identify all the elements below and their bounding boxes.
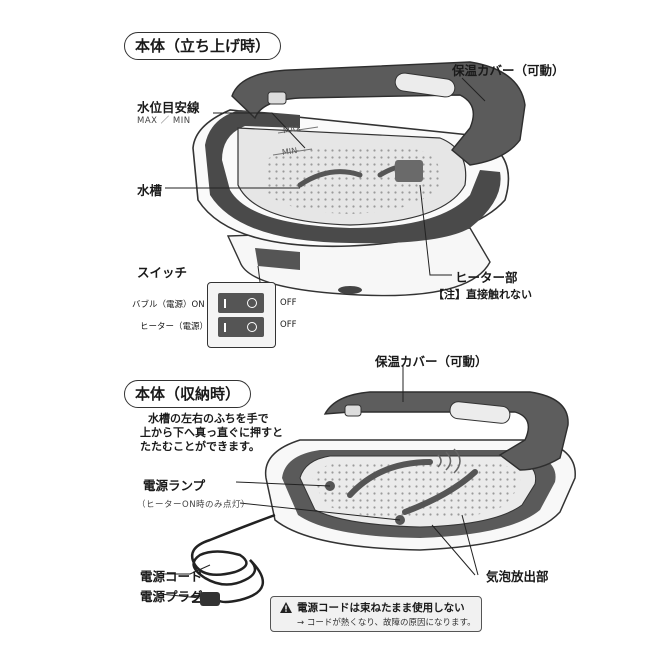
switch-bubble-label: バブル（電源）ON: [132, 300, 205, 310]
footbath-stored: [264, 391, 576, 551]
fold-instruction-3: たたむことができます。: [140, 440, 260, 453]
leader-switch: [257, 265, 261, 283]
warning-title: 電源コードは束ねたまま使用しない: [297, 602, 465, 614]
switch-off-label-2: OFF: [280, 320, 297, 330]
cover-label-bottom: 保温カバー（可動）: [375, 354, 488, 369]
switch-title: スイッチ: [137, 265, 188, 280]
lamp-sublabel: （ヒーターON時のみ点灯）: [137, 500, 251, 510]
bubble-switch[interactable]: [218, 293, 264, 313]
power-cord: [190, 513, 276, 604]
warning-box: 電源コードは束ねたまま使用しない → コードが熱くなり、故障の原因になります。: [270, 596, 482, 632]
plug-icon: [192, 592, 220, 606]
switch-heater-label: ヒーター（電源）ON: [140, 322, 222, 332]
leader-cover-top: [461, 77, 486, 102]
fold-instruction-2: 上から下へ真っ直ぐに押すと: [140, 426, 283, 439]
leader-heater: [419, 184, 452, 276]
switch-panel: [207, 282, 276, 348]
water-line-sublabel: MAX ／ MIN: [137, 116, 191, 126]
cord-label: 電源コード: [140, 569, 203, 584]
bubble-outlet-label: 気泡放出部: [486, 569, 549, 584]
section-title-stored: 本体（収納時）: [124, 380, 252, 408]
water-line-label: 水位目安線: [137, 100, 200, 115]
footbath-deployed: [192, 61, 526, 297]
leader-lamp: [235, 481, 331, 487]
warning-subtext: → コードが熱くなり、故障の原因になります。: [297, 618, 476, 628]
section-title-deployed: 本体（立ち上げ時）: [124, 32, 282, 60]
warning-triangle-icon: [280, 602, 292, 613]
heater-switch[interactable]: [218, 317, 264, 337]
heater-label: ヒーター部: [455, 270, 518, 285]
switch-off-label-1: OFF: [280, 298, 297, 308]
fold-instruction-1: 水槽の左右のふちを手で: [148, 412, 269, 425]
leader-water-line: [213, 112, 306, 149]
leader-bubble-2: [461, 514, 479, 576]
tank-label: 水槽: [137, 183, 163, 198]
cover-label-top: 保温カバー（可動）: [452, 63, 565, 78]
lamp-label: 電源ランプ: [143, 478, 206, 493]
heater-note: 【注】直接触れない: [433, 288, 532, 301]
leader-bubble-1: [431, 524, 476, 576]
leader-lamp-2: [239, 502, 401, 521]
plug-label: 電源プラグ: [140, 589, 203, 604]
